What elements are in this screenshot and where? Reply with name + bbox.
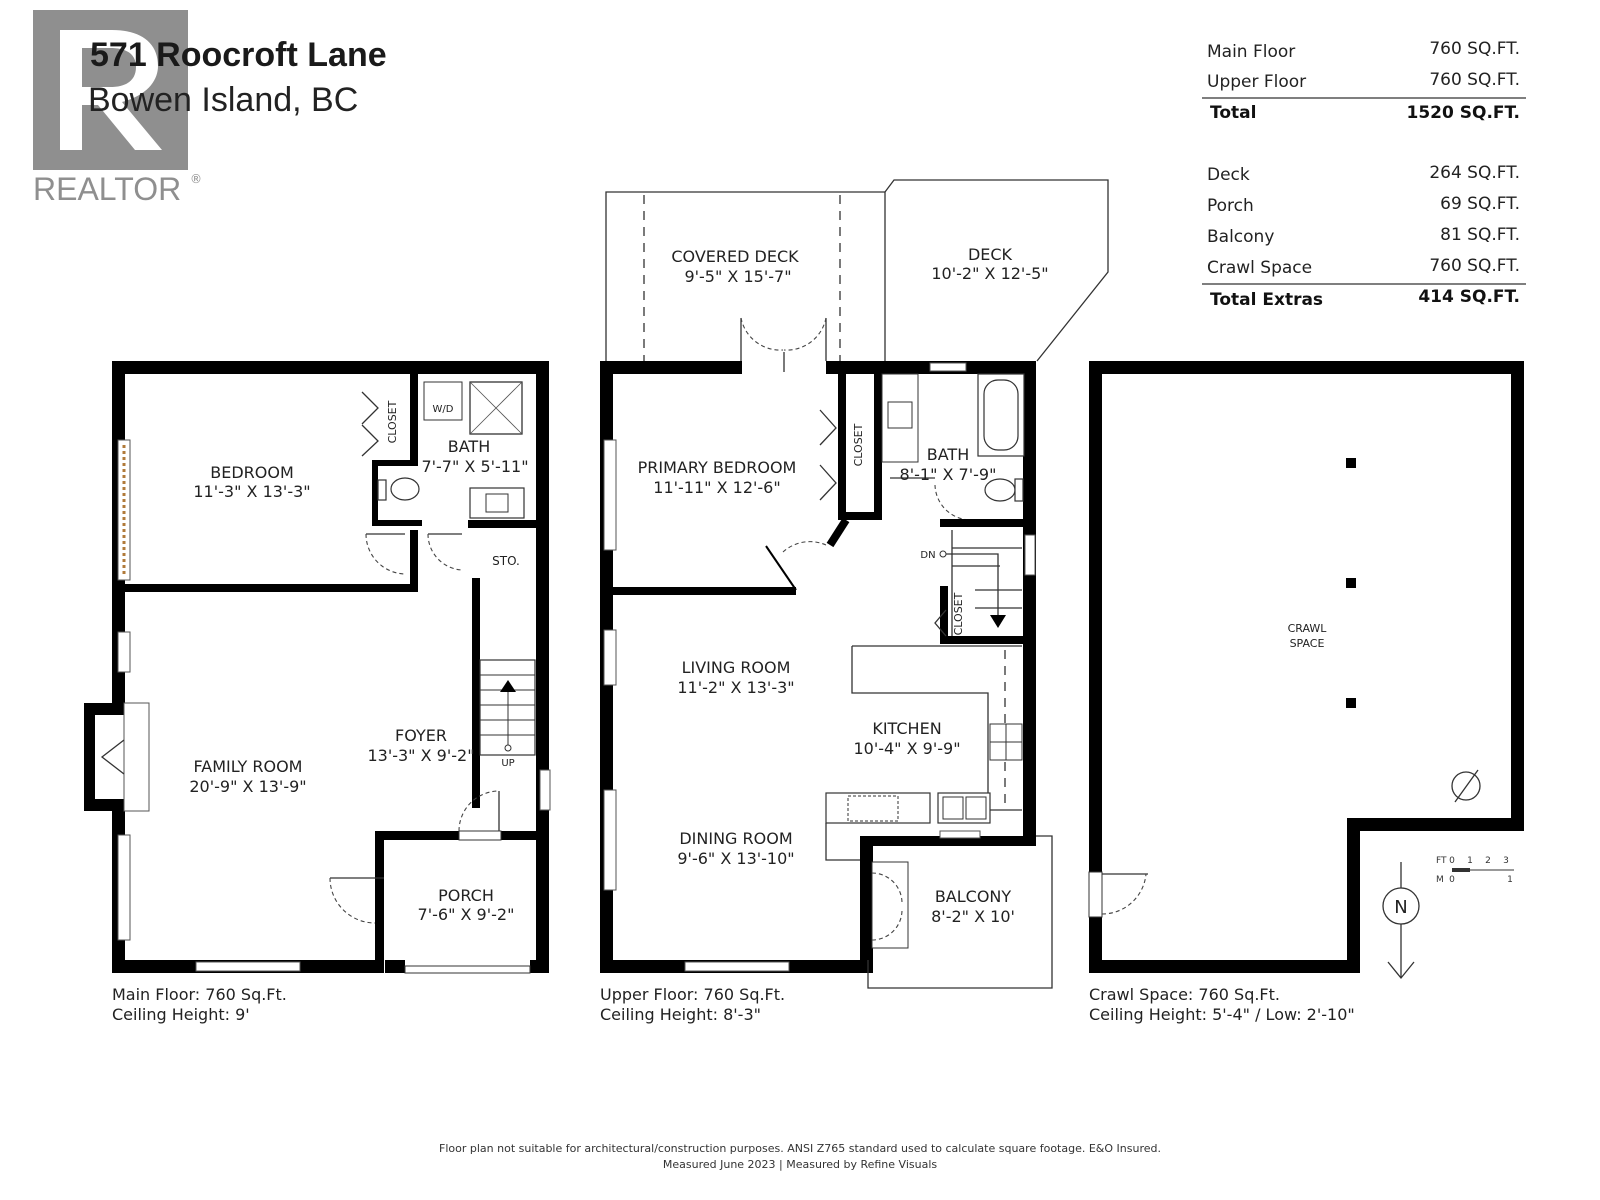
- room-name: LIVING ROOM: [682, 658, 791, 677]
- room-name: BALCONY: [935, 887, 1012, 906]
- stairs: UP: [479, 659, 536, 769]
- realtor-r-mark: [60, 30, 162, 150]
- washer-dryer-label: W/D: [433, 404, 454, 415]
- area-label: Porch: [1207, 196, 1254, 216]
- scale-tick: 1: [1467, 856, 1473, 866]
- area-label: Upper Floor: [1207, 72, 1306, 92]
- room-dimensions: 9'-6" X 13'-10": [677, 849, 794, 868]
- room-dimensions: 7'-7" X 5'-11": [421, 457, 528, 476]
- room-name: BEDROOM: [210, 463, 294, 482]
- crawl-space-label: CRAWL: [1288, 622, 1328, 635]
- room-name: FOYER: [395, 726, 447, 745]
- area-value: 760 SQ.FT.: [1429, 39, 1520, 59]
- stairs-down-label: DN: [920, 550, 935, 561]
- scale-ft-label: FT: [1436, 856, 1447, 866]
- room-name: PRIMARY BEDROOM: [638, 458, 797, 477]
- area-value: 264 SQ.FT.: [1429, 163, 1520, 183]
- area-value: 760 SQ.FT.: [1429, 70, 1520, 90]
- stairs: DN: [920, 530, 1022, 636]
- room-name: KITCHEN: [872, 719, 941, 738]
- address-street: 571 Roocroft Lane: [90, 36, 387, 74]
- total-extras-label: Total Extras: [1210, 290, 1323, 310]
- room-dimensions: 11'-3" X 13'-3": [193, 482, 310, 501]
- room-dimensions: 10'-2" X 12'-5": [931, 264, 1048, 283]
- room-dimensions: 8'-1" X 7'-9": [900, 465, 997, 484]
- north-arrow-icon: N: [1382, 862, 1420, 980]
- scale-tick: 3: [1503, 856, 1509, 866]
- scale-tick: 2: [1485, 856, 1491, 866]
- footer-credit: Measured June 2023 | Measured by Refine …: [663, 1158, 938, 1171]
- footer-disclaimer: Floor plan not suitable for architectura…: [439, 1142, 1161, 1155]
- floor-caption: Ceiling Height: 8'-3": [600, 1005, 761, 1024]
- room-name: FAMILY ROOM: [194, 757, 303, 776]
- floor-caption: Upper Floor: 760 Sq.Ft.: [600, 985, 785, 1004]
- room-dimensions: 8'-2" X 10': [931, 907, 1015, 926]
- area-label: Deck: [1207, 165, 1250, 185]
- scale-bar: FT 0 1 2 3 M 0 1: [1436, 856, 1514, 885]
- room-name: DECK: [968, 245, 1013, 264]
- floor-caption: Ceiling Height: 5'-4" / Low: 2'-10": [1089, 1005, 1355, 1024]
- scale-m-label: M: [1436, 875, 1444, 885]
- area-label: Crawl Space: [1207, 258, 1312, 278]
- room-dimensions: 11'-11" X 12'-6": [653, 478, 780, 497]
- stairs-up-label: UP: [501, 758, 514, 769]
- area-value: 760 SQ.FT.: [1429, 256, 1520, 276]
- address-city: Bowen Island, BC: [88, 81, 358, 119]
- room-name: BATH: [927, 445, 969, 464]
- main-floor-plan: CLOSET W/D UP: [84, 361, 551, 1024]
- room-name: PORCH: [438, 886, 494, 905]
- closet-label: CLOSET: [952, 592, 965, 635]
- upper-floor-plan: CLOSET CLOSET DN: [600, 179, 1109, 1024]
- scale-tick: 0: [1449, 875, 1455, 885]
- registered-mark: ®: [190, 172, 202, 186]
- area-summary-table: Main Floor 760 SQ.FT. Upper Floor 760 SQ…: [1202, 39, 1526, 310]
- room-dimensions: 20'-9" X 13'-9": [189, 777, 306, 796]
- floor-caption: Main Floor: 760 Sq.Ft.: [112, 985, 287, 1004]
- area-value: 69 SQ.FT.: [1440, 194, 1520, 214]
- room-dimensions: 13'-3" X 9'-2": [367, 746, 474, 765]
- room-dimensions: 10'-4" X 9'-9": [853, 739, 960, 758]
- scale-tick: 1: [1507, 875, 1513, 885]
- closet-label: CLOSET: [386, 400, 399, 443]
- storage-label: STO.: [492, 554, 520, 568]
- area-label: Main Floor: [1207, 42, 1295, 62]
- realtor-logo: REALTOR ®: [33, 10, 202, 207]
- area-label: Balcony: [1207, 227, 1274, 247]
- total-value: 1520 SQ.FT.: [1407, 103, 1520, 123]
- room-dimensions: 11'-2" X 13'-3": [677, 678, 794, 697]
- crawl-space-label: SPACE: [1290, 637, 1325, 650]
- floor-caption: Ceiling Height: 9': [112, 1005, 250, 1024]
- crawl-space-plan: CRAWL SPACE Crawl Space: 760 Sq.Ft. Ceil…: [1088, 361, 1524, 1024]
- room-name: DINING ROOM: [679, 829, 792, 848]
- room-name: COVERED DECK: [671, 247, 799, 266]
- north-label: N: [1394, 897, 1407, 918]
- closet-label: CLOSET: [852, 423, 865, 466]
- room-dimensions: 9'-5" X 15'-7": [684, 267, 791, 286]
- floor-caption: Crawl Space: 760 Sq.Ft.: [1089, 985, 1280, 1004]
- room-dimensions: 7'-6" X 9'-2": [418, 905, 515, 924]
- scale-tick: 0: [1449, 856, 1455, 866]
- total-label: Total: [1210, 103, 1256, 123]
- area-value: 81 SQ.FT.: [1440, 225, 1520, 245]
- realtor-wordmark: REALTOR: [33, 171, 181, 207]
- total-extras-value: 414 SQ.FT.: [1418, 287, 1520, 307]
- room-name: BATH: [448, 437, 490, 456]
